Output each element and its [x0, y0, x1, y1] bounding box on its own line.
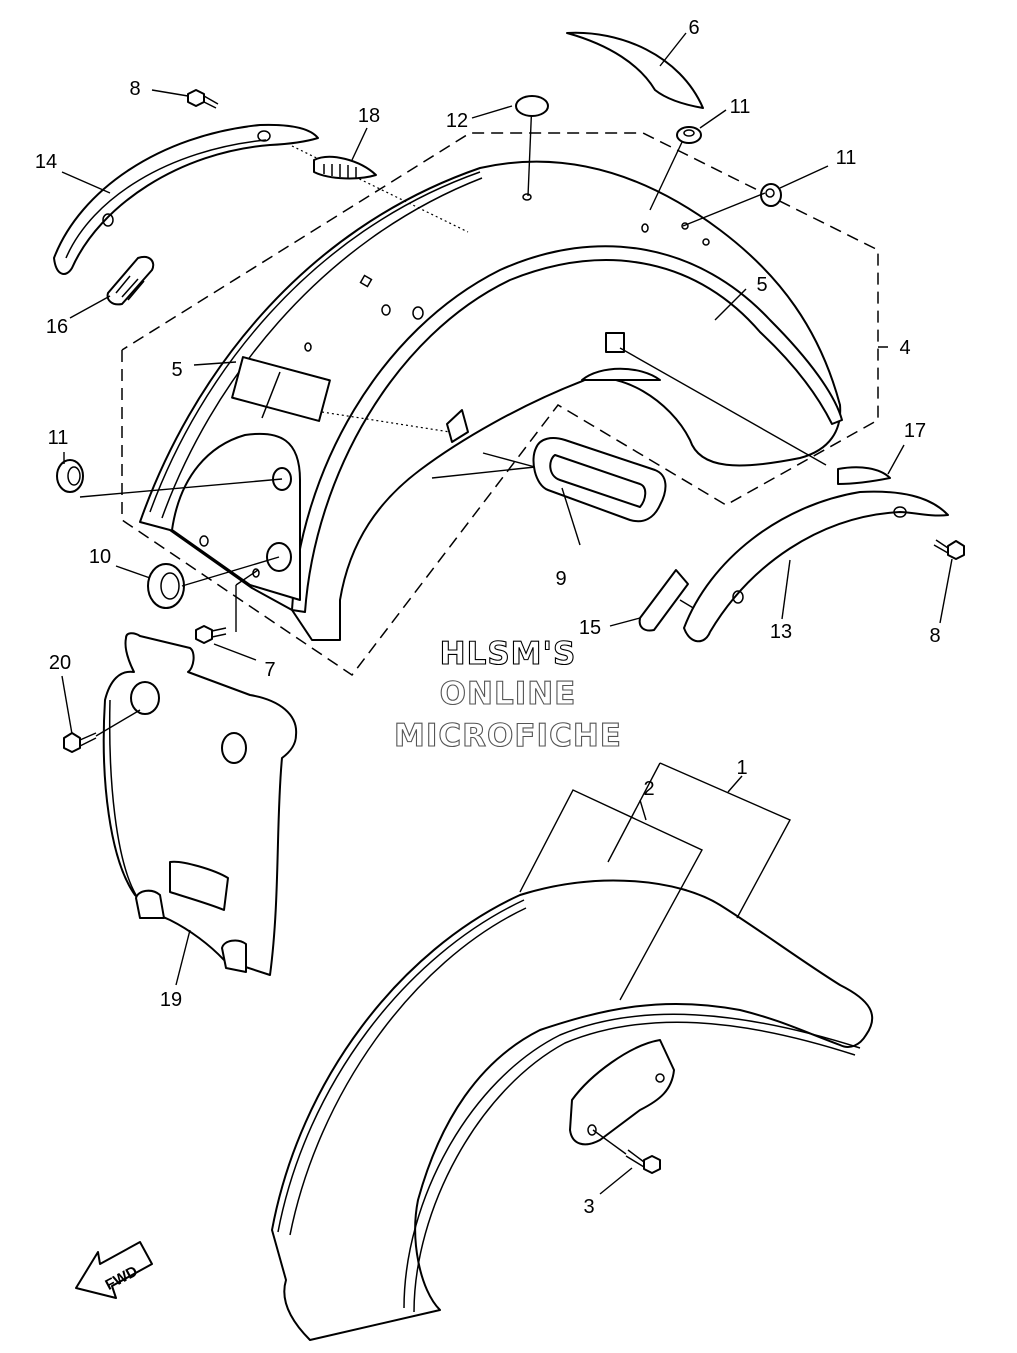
rear-fender	[139, 160, 843, 641]
trim-15	[638, 569, 689, 632]
bolt-8-top	[187, 89, 219, 109]
cap-12	[515, 95, 549, 117]
callout-5-left: 5	[171, 359, 182, 381]
callout-5-right: 5	[756, 274, 767, 296]
grommet-10	[147, 563, 185, 609]
callout-10: 10	[89, 546, 111, 568]
callout-1: 1	[736, 757, 747, 779]
watermark-line-1: HLSM'S	[440, 636, 577, 672]
callout-20: 20	[49, 652, 71, 674]
trim-piece-6	[566, 31, 704, 109]
watermark-line-2: ONLINE	[440, 676, 577, 712]
rail-14	[53, 123, 319, 275]
callout-19: 19	[160, 989, 182, 1011]
callout-11-right: 11	[836, 147, 857, 169]
pad-16	[106, 256, 155, 306]
bolt-7	[195, 569, 259, 661]
callout-12: 12	[446, 110, 468, 132]
callout-13: 13	[770, 621, 792, 643]
callout-14: 14	[35, 151, 57, 173]
callout-3: 3	[583, 1196, 594, 1218]
callout-8-top: 8	[129, 78, 140, 100]
callout-16: 16	[46, 316, 68, 338]
assembly-outline	[121, 132, 888, 677]
rail-13	[683, 490, 949, 643]
side-cover-19	[102, 632, 298, 976]
callout-7: 7	[264, 659, 275, 681]
bolt-3	[592, 1129, 661, 1174]
forward-direction-badge: FWD	[75, 1241, 153, 1299]
bolt-20	[63, 709, 141, 753]
callout-11-top: 11	[730, 96, 751, 118]
watermark: HLSM'S ONLINE MICROFICHE	[393, 635, 622, 754]
callout-17: 17	[904, 420, 926, 442]
watermark-line-3: MICROFICHE	[394, 718, 622, 754]
grommet-11-left	[56, 459, 84, 493]
bolt-8-right	[933, 539, 965, 560]
trim-17	[837, 466, 891, 485]
callout-8-right: 8	[929, 625, 940, 647]
callout-4: 4	[899, 337, 910, 359]
callout-2: 2	[643, 778, 654, 800]
front-fender	[271, 762, 874, 1341]
callout-leaders	[61, 32, 953, 1195]
callout-18: 18	[358, 105, 380, 127]
callout-15: 15	[579, 617, 601, 639]
callout-6: 6	[688, 17, 699, 39]
grommet-11-top	[676, 126, 702, 144]
emblem-9	[532, 437, 667, 523]
pad-18	[313, 155, 377, 180]
guide-lines	[291, 99, 827, 613]
grommet-11-right	[760, 183, 782, 207]
callout-9: 9	[555, 568, 566, 590]
callout-labels: 1 2 3 4 5 5 6 7 8 8 9 10 11 11 11 12 13 …	[35, 17, 941, 1218]
callout-11-left: 11	[48, 427, 69, 449]
